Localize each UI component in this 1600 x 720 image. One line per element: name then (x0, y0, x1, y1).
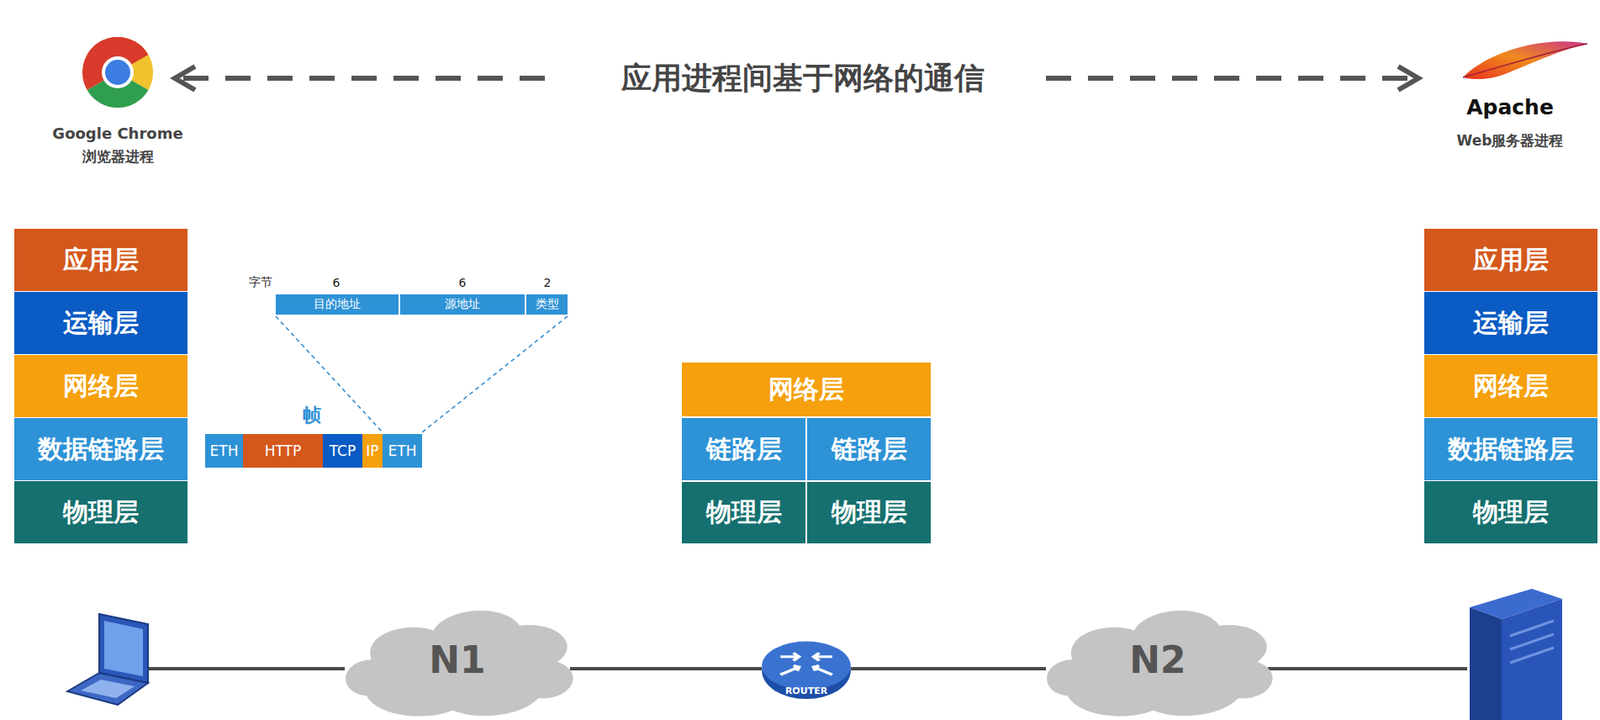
frame-label: 帧 (302, 402, 322, 428)
node-text: 网络层 (1473, 369, 1549, 404)
layer-band: 应用层 (1424, 228, 1598, 291)
node-text: 类型 (535, 296, 560, 312)
node-text: 物理层 (831, 495, 908, 530)
leader-line (275, 316, 383, 433)
header-field: 目的地址 (275, 294, 400, 315)
leader-line (422, 316, 568, 433)
layer-band: 物理层 (14, 480, 188, 544)
node-text: TCP (329, 442, 357, 460)
network-link (570, 666, 762, 671)
frame-field: IP (362, 433, 383, 468)
node-text: ROUTER (785, 685, 828, 697)
header-field: 类型 (526, 294, 568, 315)
layer-band: 链路层 (681, 417, 806, 481)
node-text: HTTP (264, 442, 302, 460)
network-cloud: N2 (1039, 598, 1277, 720)
app-name: Google Chrome (52, 124, 183, 143)
node-text: 应用层 (1473, 242, 1549, 278)
server-icon (1469, 588, 1563, 720)
node-text: ETH (210, 442, 239, 460)
layer-band: 运输层 (1424, 291, 1598, 354)
node-text: N2 (1129, 638, 1186, 682)
wire (147, 666, 345, 671)
node-text: 链路层 (831, 432, 908, 467)
frame-field: ETH (205, 433, 243, 468)
process-name: Web服务器进程 (1457, 131, 1564, 151)
layer-band: 运输层 (14, 291, 188, 354)
layer-band: 链路层 (807, 417, 931, 481)
header-field: 源地址 (400, 294, 526, 315)
laptop-icon (67, 613, 148, 705)
node-text: IP (365, 442, 379, 460)
frame-field: TCP (322, 433, 363, 468)
layer-band: 数据链路层 (14, 417, 188, 481)
node-text: 链路层 (706, 432, 782, 467)
layer-band: 数据链路层 (1424, 417, 1598, 481)
layer-band: 网络层 (681, 362, 931, 417)
size-label: 2 (543, 275, 552, 290)
network-link (850, 666, 1046, 671)
node-text: 运输层 (1473, 306, 1549, 341)
frame-field: HTTP (242, 433, 323, 468)
apache-feather (1462, 41, 1588, 80)
process-name: 浏览器进程 (82, 147, 154, 167)
size-label: 6 (459, 275, 467, 290)
node-text: 源地址 (444, 296, 481, 312)
node-text: 数据链路层 (37, 432, 164, 467)
layer-band: 物理层 (681, 481, 806, 544)
node-text: N1 (428, 638, 486, 682)
node-text: 物理层 (1473, 495, 1549, 530)
chrome-icon (82, 36, 154, 108)
node-text: 应用层 (63, 242, 139, 278)
node-text: 目的地址 (313, 296, 361, 312)
title-text: 应用进程间基于网络的通信 (616, 58, 990, 100)
network-cloud: N1 (337, 598, 577, 720)
node-text: 物理层 (63, 495, 139, 530)
node-text: 物理层 (706, 495, 782, 530)
frame-field: ETH (382, 433, 423, 468)
node-text: 运输层 (63, 306, 139, 341)
layer-band: 网络层 (14, 354, 188, 418)
layer-band: 物理层 (1424, 480, 1598, 544)
node-text: 数据链路层 (1447, 432, 1574, 467)
layer-band: 网络层 (1424, 354, 1598, 418)
size-label: 6 (332, 275, 341, 290)
unit-label: 字节 (248, 274, 273, 291)
layer-band: 应用层 (14, 228, 188, 291)
node-text: ETH (388, 442, 418, 460)
node-text: 网络层 (768, 372, 845, 407)
layer-band: 物理层 (807, 481, 931, 544)
app-name: Apache (1466, 95, 1554, 120)
router-icon: ROUTER (760, 637, 853, 702)
node-text: 网络层 (63, 369, 139, 404)
wire (1267, 666, 1468, 671)
